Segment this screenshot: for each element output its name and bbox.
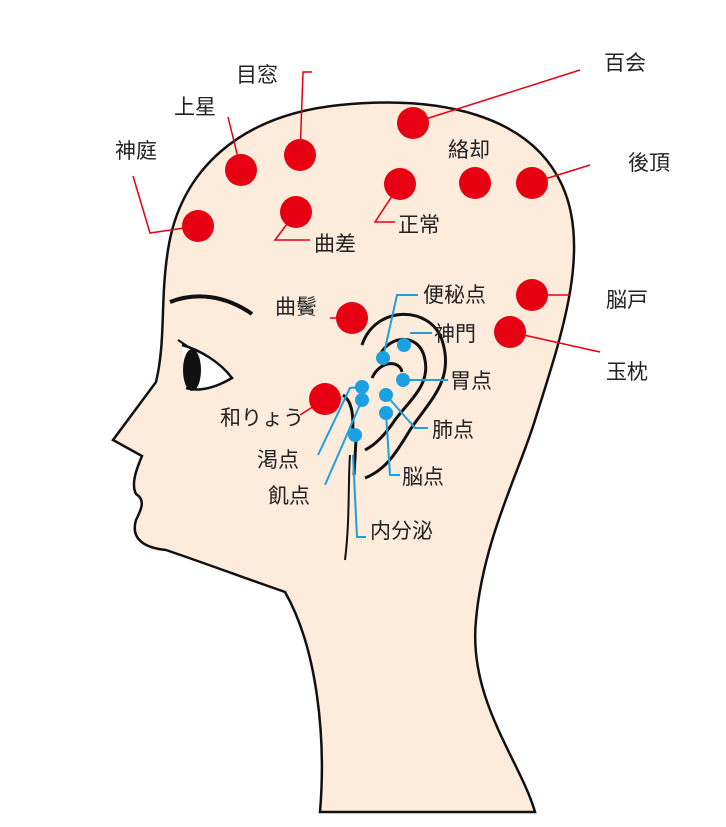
ear-point-marker — [379, 406, 393, 420]
blue-leader-line — [382, 294, 418, 359]
ear-point-marker — [397, 338, 411, 352]
acupoint-marker — [309, 383, 341, 415]
ear-point-label: 脳点 — [402, 465, 444, 489]
blue-leader-line — [385, 412, 400, 476]
red-leader-line — [299, 71, 312, 156]
acupoint-marker — [516, 279, 548, 311]
acupoint-marker — [336, 302, 368, 334]
ear-point-label: 便秘点 — [423, 283, 486, 307]
acupoint-label: 上星 — [174, 95, 216, 119]
acupoint-label: 目窓 — [236, 63, 278, 87]
blue-leader-line — [324, 399, 363, 486]
ear-point-marker — [355, 380, 369, 394]
acupoint-label: 曲差 — [314, 232, 356, 256]
ear-point-marker — [396, 373, 410, 387]
ear-point-label: 肺点 — [432, 418, 474, 442]
acupoint-label: 玉枕 — [606, 360, 648, 384]
acupoint-marker — [182, 210, 214, 242]
acupoint-label: 百会 — [604, 51, 646, 75]
acupoint-label: 後頂 — [628, 151, 670, 175]
acupoint-label: 正常 — [398, 213, 440, 237]
red-leader-line — [412, 69, 581, 124]
ear-point-label: 内分泌 — [370, 519, 433, 543]
acupoint-label: 脳戸 — [606, 288, 648, 312]
acupoint-marker — [225, 154, 257, 186]
ear-point-label: 神門 — [434, 322, 476, 346]
blue-leader-line — [385, 394, 428, 429]
red-leader-line — [132, 175, 199, 234]
ear-point-label: 渇点 — [257, 448, 299, 472]
acupoint-marker — [494, 316, 526, 348]
acupoint-label: 絡却 — [448, 138, 490, 162]
eye — [177, 339, 234, 391]
acupoint-marker — [459, 167, 491, 199]
acupoint-marker — [397, 107, 429, 139]
leader-lines — [132, 69, 601, 538]
ear-point-label: 飢点 — [268, 484, 310, 508]
acupoint-label: 和りょう — [220, 406, 304, 430]
acupoint-label: 曲鬢 — [275, 295, 317, 319]
points-layer — [182, 107, 548, 442]
head-outline — [111, 101, 576, 814]
acupoint-label: 神庭 — [115, 139, 157, 163]
eyebrow — [169, 294, 254, 316]
acupoint-marker — [280, 196, 312, 228]
ear-point-label: 胃点 — [450, 369, 492, 393]
ear-point-marker — [379, 388, 393, 402]
ear-point-marker — [376, 351, 390, 365]
ear-point-marker — [348, 428, 362, 442]
acupoint-marker — [516, 167, 548, 199]
acupoint-marker — [284, 139, 316, 171]
blue-leader-line — [352, 454, 366, 538]
ear-point-marker — [355, 393, 369, 407]
acupoint-marker — [384, 168, 416, 200]
